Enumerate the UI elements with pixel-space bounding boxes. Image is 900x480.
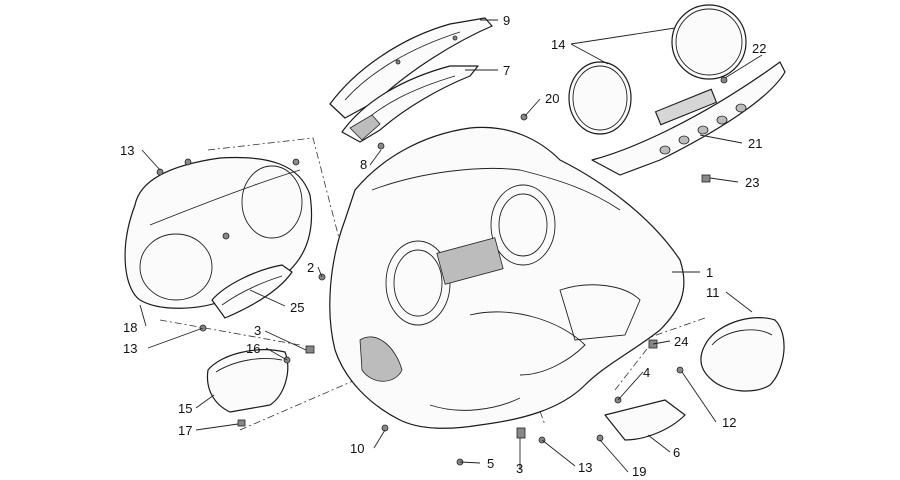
callout-6: 6 <box>673 445 680 460</box>
callout-21: 21 <box>748 136 762 151</box>
callout-17: 17 <box>178 423 192 438</box>
part-21-switch-panel <box>591 61 786 176</box>
callout-22: 22 <box>752 41 766 56</box>
part-9-upper-trim <box>329 17 493 119</box>
part-15-lower-cover <box>206 349 289 413</box>
callout-19: 19 <box>632 464 646 479</box>
callout-24: 24 <box>674 334 688 349</box>
callout-20: 20 <box>545 91 559 106</box>
callout-12: 12 <box>722 415 736 430</box>
callout-5: 5 <box>487 456 494 471</box>
callout-16: 16 <box>246 341 260 356</box>
callout-labels: 9 7 14 22 20 8 21 23 13 1 11 2 25 18 13 … <box>120 13 766 479</box>
callout-1: 1 <box>706 265 713 280</box>
part-6-plate <box>604 399 686 441</box>
part-14-trim-rings <box>568 4 747 135</box>
callout-13-top: 13 <box>120 143 134 158</box>
callout-10: 10 <box>350 441 364 456</box>
callout-2: 2 <box>307 260 314 275</box>
callout-15: 15 <box>178 401 192 416</box>
part-18-cluster-cover <box>124 156 313 309</box>
callout-13-bottom: 13 <box>578 460 592 475</box>
callout-8: 8 <box>360 157 367 172</box>
callout-25: 25 <box>290 300 304 315</box>
callout-9: 9 <box>503 13 510 28</box>
part-11-rear-housing <box>700 317 785 392</box>
callout-3-left: 3 <box>254 323 261 338</box>
callout-11: 11 <box>706 285 720 300</box>
part-1-main-fairing <box>329 126 685 429</box>
callout-23: 23 <box>745 175 759 190</box>
part-25-bracket <box>211 264 293 319</box>
callout-13-left: 13 <box>123 341 137 356</box>
callout-18: 18 <box>123 320 137 335</box>
callout-4: 4 <box>643 365 650 380</box>
callout-14: 14 <box>551 37 565 52</box>
part-7-lower-trim <box>341 65 479 143</box>
leader-lines <box>139 19 763 473</box>
callout-3-bottom: 3 <box>516 461 523 476</box>
callout-7: 7 <box>503 63 510 78</box>
